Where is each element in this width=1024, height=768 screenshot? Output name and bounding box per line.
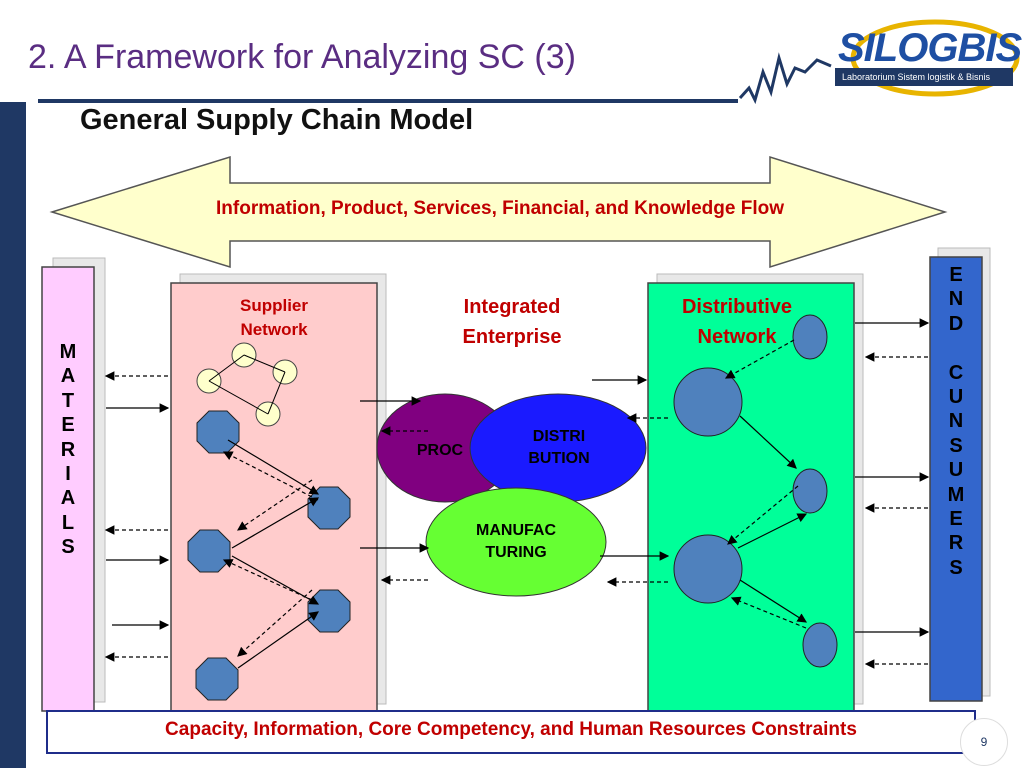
- flow-arrow: [237, 611, 319, 669]
- flow-arrow-dashed: [730, 596, 807, 629]
- logo-tagline: Laboratorium Sistem logistik & Bisnis: [842, 72, 991, 82]
- materials-letter: M: [59, 341, 77, 363]
- distributive-network-label-line: Distributive: [681, 296, 793, 318]
- manufacturing-ellipse: [425, 487, 607, 597]
- flow-arrow-dashed: [237, 589, 313, 657]
- consumers-block: [929, 256, 983, 702]
- logo-name: SILOGBIS: [838, 26, 1022, 70]
- logo-ring: [850, 19, 1020, 97]
- distribution-node-large: [673, 534, 743, 604]
- page-number: 9: [960, 718, 1008, 766]
- flow-arrow: [739, 415, 797, 469]
- consumers-letter: E: [949, 507, 963, 530]
- logo-wave: [738, 52, 832, 105]
- materials-letter: A: [60, 365, 76, 388]
- left-accent-band: [0, 102, 26, 768]
- flow-arrow-dashed: [237, 479, 313, 531]
- distributive-network-label-line: Network: [697, 326, 777, 348]
- flow-arrow-dashed: [222, 451, 319, 501]
- distribution-node-small: [792, 468, 828, 514]
- manufacturing-label-line: MANUFAC: [476, 522, 556, 539]
- distribution-label-line: DISTRI: [532, 428, 586, 445]
- distribution-label: DISTRI BUTION: [500, 426, 618, 470]
- supplier-octagon: [196, 410, 240, 454]
- materials-letter: T: [61, 389, 75, 412]
- logo-graphic: [738, 19, 1020, 105]
- constraints-box: [46, 710, 976, 754]
- flow-arrow: [739, 579, 808, 623]
- distribution-label-line: BUTION: [528, 450, 590, 467]
- materials-block: [41, 266, 95, 712]
- materials-letter: E: [61, 414, 75, 437]
- flow-arrow-dashed: [222, 559, 313, 601]
- consumers-letter: D: [948, 312, 964, 335]
- supplier-octagon: [307, 589, 351, 633]
- title-underline: [38, 99, 738, 103]
- node-link: [267, 371, 286, 415]
- consumers-letter-gap: [930, 336, 982, 360]
- supplier-network-label: Supplier Network: [206, 294, 342, 342]
- consumers-letter: C: [948, 361, 964, 384]
- flow-arrow: [737, 513, 808, 549]
- consumers-letter: S: [949, 556, 963, 579]
- flow-arrow-dashed: [727, 485, 799, 545]
- integrated-enterprise-label: Integrated Enterprise: [432, 292, 592, 352]
- node-link: [208, 380, 269, 415]
- flow-label: Information, Product, Services, Financia…: [216, 198, 784, 219]
- materials-letter: L: [61, 511, 75, 534]
- supplier-network-label-line: Supplier: [239, 296, 308, 315]
- node-link: [208, 354, 245, 382]
- slide-subtitle: General Supply Chain Model: [80, 104, 474, 136]
- consumers-letter: U: [948, 385, 964, 408]
- end-consumers-label: E N D C U N S U M E R S: [930, 263, 982, 580]
- supplier-network-label-line: Network: [240, 320, 308, 339]
- distributive-network-label: Distributive Network: [652, 292, 822, 352]
- flow-arrow: [231, 497, 320, 549]
- consumers-letter: S: [949, 434, 963, 457]
- consumers-letter: E: [949, 264, 963, 286]
- supplier-octagon: [307, 486, 351, 530]
- consumers-letter: M: [947, 483, 965, 506]
- constraints-label: Capacity, Information, Core Competency, …: [165, 719, 857, 740]
- flow-arrow-dashed: [724, 339, 795, 379]
- consumers-letter: R: [948, 532, 964, 555]
- materials-letter: R: [60, 438, 76, 461]
- integrated-enterprise-label-line: Integrated: [463, 296, 561, 318]
- manufacturing-label: MANUFAC TURING: [446, 520, 586, 564]
- supplier-octagon: [195, 657, 239, 701]
- logo-banner: [835, 68, 1013, 86]
- materials-letter: I: [65, 463, 71, 486]
- node-link: [243, 354, 286, 373]
- slide-title: 2. A Framework for Analyzing SC (3): [28, 38, 576, 76]
- consumers-letter: U: [948, 459, 964, 482]
- procurement-label: PROC: [416, 442, 464, 459]
- flow-double-arrow: [49, 155, 948, 269]
- materials-letter: A: [60, 487, 76, 510]
- consumers-letter: N: [948, 410, 964, 433]
- materials-label: M A T E R I A L S: [42, 340, 94, 560]
- materials-letter: S: [61, 536, 75, 559]
- distribution-node-large: [673, 367, 743, 437]
- manufacturing-label-line: TURING: [485, 544, 547, 561]
- distribution-node-small: [792, 314, 828, 360]
- distribution-node-small: [802, 622, 838, 668]
- supplier-octagon: [187, 529, 231, 573]
- consumers-letter: N: [948, 288, 964, 311]
- flow-arrow: [227, 439, 320, 495]
- integrated-enterprise-label-line: Enterprise: [462, 326, 562, 348]
